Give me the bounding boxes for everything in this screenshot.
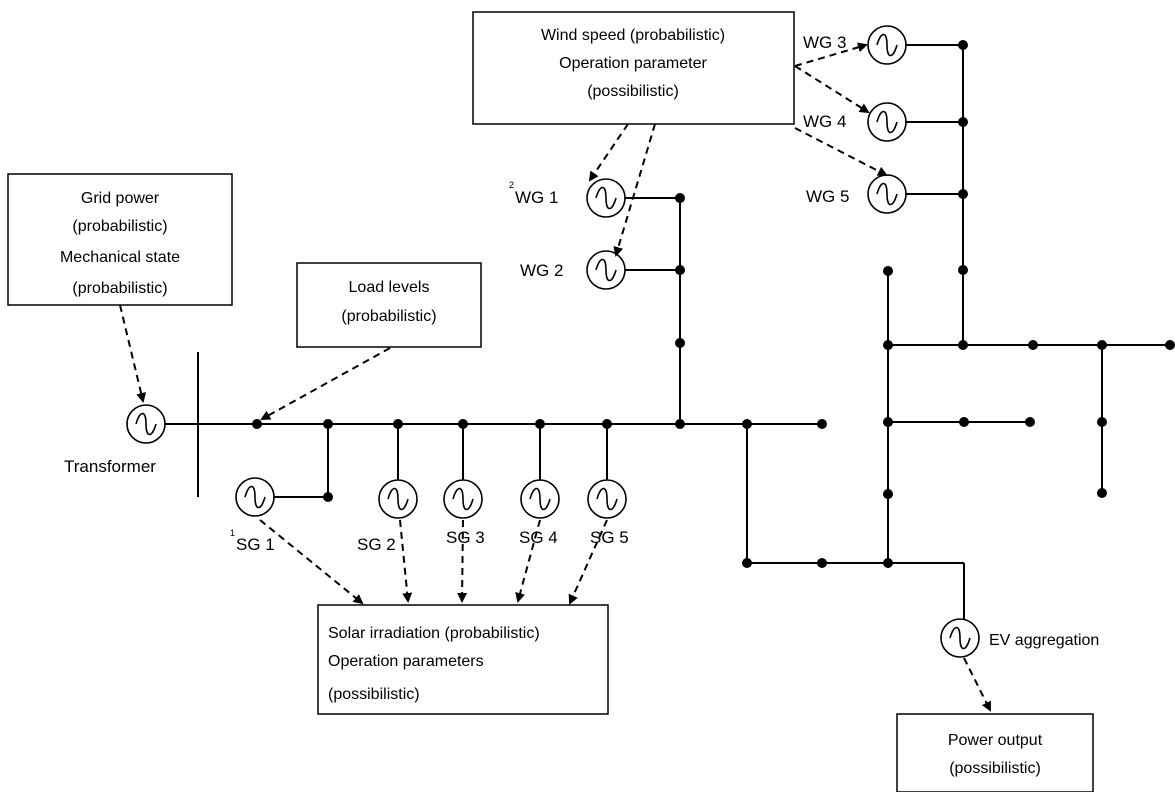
load-box-line-1: Load levels: [349, 279, 430, 296]
node: [742, 419, 752, 429]
wg5-label: WG 5: [806, 187, 849, 206]
generators: [126, 25, 980, 658]
node: [675, 193, 685, 203]
arrow-wg5: [794, 127, 888, 176]
arrow-load: [260, 347, 391, 420]
grid-box-line-2: (probabilistic): [72, 218, 167, 235]
arrow-sg3: [457, 519, 468, 603]
node: [675, 419, 685, 429]
sg1-generator-icon: [235, 477, 275, 517]
wg5-generator-icon: [867, 174, 907, 214]
node: [1097, 488, 1107, 498]
solar-irradiation-box: Solar irradiation (probabilistic) Operat…: [317, 604, 609, 715]
node: [958, 265, 968, 275]
grid-box-line-1: Grid power: [81, 190, 160, 207]
grid-power-box: Grid power (probabilistic) Mechanical st…: [7, 173, 233, 306]
wg3-label: WG 3: [803, 33, 846, 52]
arrow-wg2: [613, 123, 656, 257]
node: [1097, 417, 1107, 427]
node: [958, 189, 968, 199]
arrow-ev: [963, 657, 991, 712]
arrow-sg1: [259, 519, 364, 605]
sg2-label: SG 2: [357, 535, 396, 554]
wind-box-line-1: Wind speed (probabilistic): [541, 27, 725, 44]
node: [535, 419, 545, 429]
wg1-superscript: 2: [509, 180, 514, 190]
sg1-superscript: 1: [230, 528, 235, 538]
wg1-label: WG 1: [515, 188, 558, 207]
wind-box-line-2: Operation parameter: [559, 55, 707, 72]
grid-box-line-4: (probabilistic): [72, 280, 167, 297]
solar-box-line-1: Solar irradiation (probabilistic): [328, 625, 540, 642]
node: [602, 419, 612, 429]
arrow-wg4: [794, 65, 870, 114]
node: [675, 338, 685, 348]
wg2-generator-icon: [586, 250, 626, 290]
power-box-line-1: Power output: [948, 732, 1043, 749]
wg4-generator-icon: [867, 102, 907, 142]
component-labels: Transformer 2 WG 1 WG 2 WG 3 WG 4 WG 5 1…: [64, 33, 1099, 649]
wg2-label: WG 2: [520, 261, 563, 280]
transformer-generator-icon: [126, 404, 166, 444]
node: [883, 558, 893, 568]
node: [323, 419, 333, 429]
wg1-generator-icon: [586, 178, 626, 218]
sg5-generator-icon: [587, 479, 627, 519]
node: [323, 492, 333, 502]
node: [883, 417, 893, 427]
node: [458, 419, 468, 429]
load-levels-box: Load levels (probabilistic): [296, 262, 482, 348]
arrow-wg3: [794, 42, 868, 67]
load-box-line-2: (probabilistic): [341, 308, 436, 325]
power-box-line-2: (possibilistic): [949, 760, 1041, 777]
arrow-wg1: [588, 123, 629, 182]
arrow-grid: [119, 304, 146, 403]
node: [1028, 340, 1038, 350]
dashed-arrows: [119, 42, 991, 712]
sg2-generator-icon: [378, 479, 418, 519]
node: [958, 40, 968, 50]
arrow-sg4: [515, 519, 541, 603]
wg4-label: WG 4: [803, 112, 846, 131]
wg3-generator-icon: [867, 25, 907, 65]
arrow-sg5: [568, 519, 608, 605]
ev-aggregation-label: EV aggregation: [989, 632, 1099, 649]
node: [958, 340, 968, 350]
node: [675, 265, 685, 275]
node: [252, 419, 262, 429]
node: [883, 340, 893, 350]
node: [1025, 417, 1035, 427]
transformer-label: Transformer: [64, 457, 156, 476]
sg3-label: SG 3: [446, 528, 485, 547]
bus-nodes: [252, 40, 1175, 568]
sg5-label: SG 5: [590, 528, 629, 547]
solar-box-line-3: (possibilistic): [328, 686, 420, 703]
node: [883, 489, 893, 499]
node: [817, 558, 827, 568]
wind-speed-box: Wind speed (probabilistic) Operation par…: [472, 11, 795, 125]
grid-box-line-3: Mechanical state: [60, 249, 180, 266]
node: [958, 117, 968, 127]
node: [393, 419, 403, 429]
node: [1097, 340, 1107, 350]
power-output-box: Power output (possibilistic): [896, 713, 1094, 792]
sg4-label: SG 4: [519, 528, 558, 547]
node: [817, 419, 827, 429]
wind-box-line-3: (possibilistic): [587, 83, 679, 100]
sg1-label: SG 1: [236, 535, 275, 554]
arrow-sg2: [399, 519, 413, 603]
node: [883, 266, 893, 276]
sg3-generator-icon: [443, 479, 483, 519]
solar-box-line-2: Operation parameters: [328, 653, 484, 670]
node: [1165, 340, 1175, 350]
node: [959, 417, 969, 427]
node: [742, 558, 752, 568]
sg4-generator-icon: [520, 479, 560, 519]
ev-generator-icon: [940, 618, 980, 658]
